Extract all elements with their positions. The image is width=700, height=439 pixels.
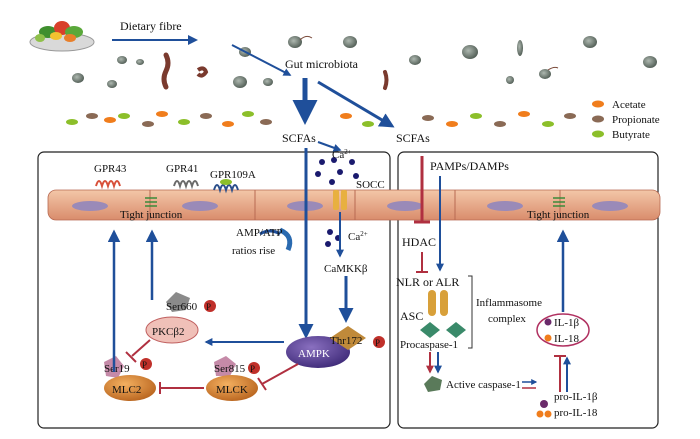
ampk-icon <box>286 336 350 368</box>
camkkb-label: CaMKKβ <box>324 263 368 275</box>
inflammasome-bracket <box>468 275 473 349</box>
scfas-label-left: SCFAs <box>282 131 316 145</box>
legend-swatch-propionate <box>592 115 604 123</box>
mlck-label: MLCK <box>216 384 248 396</box>
mlc2-label: MLC2 <box>112 384 141 396</box>
legend-swatch-acetate <box>592 100 604 108</box>
pkcb2-icon <box>145 316 199 344</box>
ser660-label: Ser660 <box>166 301 198 313</box>
microbiota-to-scfa-arrow <box>231 44 292 76</box>
pkc-to-mlc2-arrow <box>131 339 151 357</box>
gut-microbiota-label: Gut microbiota <box>285 57 359 71</box>
active-caspase1-icon <box>424 376 442 392</box>
mlck-icon <box>206 375 258 401</box>
ser815-site-icon <box>214 356 236 376</box>
socc-label: SOCC <box>356 179 385 191</box>
ampk-phospho-icon <box>373 336 385 348</box>
pkcb2-label: PKCβ2 <box>152 326 185 338</box>
amp-atp-icon <box>259 227 293 251</box>
ca-label-mid: Ca2+ <box>348 230 368 243</box>
socc-channel-icon <box>333 190 347 210</box>
complex-label: complex <box>488 313 526 325</box>
mlc2-phospho-label: P <box>142 360 147 370</box>
tight-junction-label-left: Tight junction <box>120 209 183 221</box>
mlc2-phospho-icon <box>140 358 152 370</box>
gpr109a-receptor-icon <box>213 179 239 194</box>
gpr109a-label: GPR109A <box>210 169 256 181</box>
ca-label-top: Ca2+ <box>332 148 352 161</box>
thr172-site-icon <box>330 326 366 350</box>
vegetable-bowl-icon <box>29 21 95 52</box>
mlck-phospho-icon <box>248 362 260 374</box>
tight-junction-label-right: Tight junction <box>527 209 590 221</box>
legend: Acetate Propionate Butyrate <box>592 99 660 141</box>
ampk-label: AMPK <box>298 348 330 360</box>
right-panel <box>397 151 659 429</box>
gpr41-receptor-icon <box>173 180 199 190</box>
microbiota-icon <box>72 35 657 90</box>
scfas-label-right: SCFAs <box>396 131 430 145</box>
pro-il18-label: pro-IL-18 <box>554 407 598 419</box>
ampk-to-mlck-inhibit <box>261 363 299 385</box>
gpr43-label: GPR43 <box>94 163 127 175</box>
amp-atp-label: AMP/ATP <box>236 227 282 239</box>
pro-il-icons <box>536 400 552 418</box>
ser19-label: Ser19 <box>104 363 130 375</box>
thr172-label: Thr172 <box>330 335 362 347</box>
gpr41-label: GPR41 <box>166 163 198 175</box>
ser815-label: Ser815 <box>214 363 246 375</box>
active-caspase1-label: Active caspase-1 <box>446 379 521 391</box>
gpr43-receptor-icon <box>95 180 121 190</box>
nlr-or-alr-label: NLR or ALR <box>396 275 459 289</box>
mlck-phospho-label: P <box>250 364 255 374</box>
ratios-rise-label: ratios rise <box>232 245 275 257</box>
il18-dot-icon <box>544 334 552 342</box>
asc-label: ASC <box>400 309 423 323</box>
scfa-to-socc-arrow <box>317 141 342 152</box>
ampk-phospho-label: P <box>375 338 380 348</box>
mlc2-icon <box>104 375 156 401</box>
scfa-particles <box>66 111 576 127</box>
nlr-protein-icon <box>428 290 448 316</box>
inflammasome-label: Inflammasome <box>476 297 542 309</box>
legend-swatch-butyrate <box>592 130 604 138</box>
pkc-to-mlc2-tbar <box>125 351 137 363</box>
dietary-fibre-label: Dietary fibre <box>120 19 182 33</box>
tight-junction-icon-left <box>145 197 157 207</box>
legend-label-butyrate: Butyrate <box>612 129 650 141</box>
tight-junction-icon-right <box>553 197 565 207</box>
ser660-site-icon <box>166 292 190 312</box>
asc-protein-icon <box>420 322 466 338</box>
il18-label: IL-18 <box>554 333 580 345</box>
pkc-phospho-icon <box>204 300 216 312</box>
pro-il1b-label: pro-IL-1β <box>554 391 598 403</box>
il1b-label: IL-1β <box>554 317 580 329</box>
pkc-phospho-label: P <box>206 302 211 312</box>
il1b-dot-icon <box>544 318 552 326</box>
legend-label-acetate: Acetate <box>612 99 646 111</box>
ampk-to-mlck-tbar <box>257 377 267 391</box>
pamps-damps-label: PAMPs/DAMPs <box>430 159 509 173</box>
hdac-label: HDAC <box>402 235 436 249</box>
left-panel <box>37 151 391 429</box>
epithelial-cell-layer <box>47 189 661 221</box>
legend-label-propionate: Propionate <box>612 114 660 126</box>
scfa-right-arrow <box>317 80 395 128</box>
procaspase1-label: Procaspase-1 <box>400 339 458 351</box>
